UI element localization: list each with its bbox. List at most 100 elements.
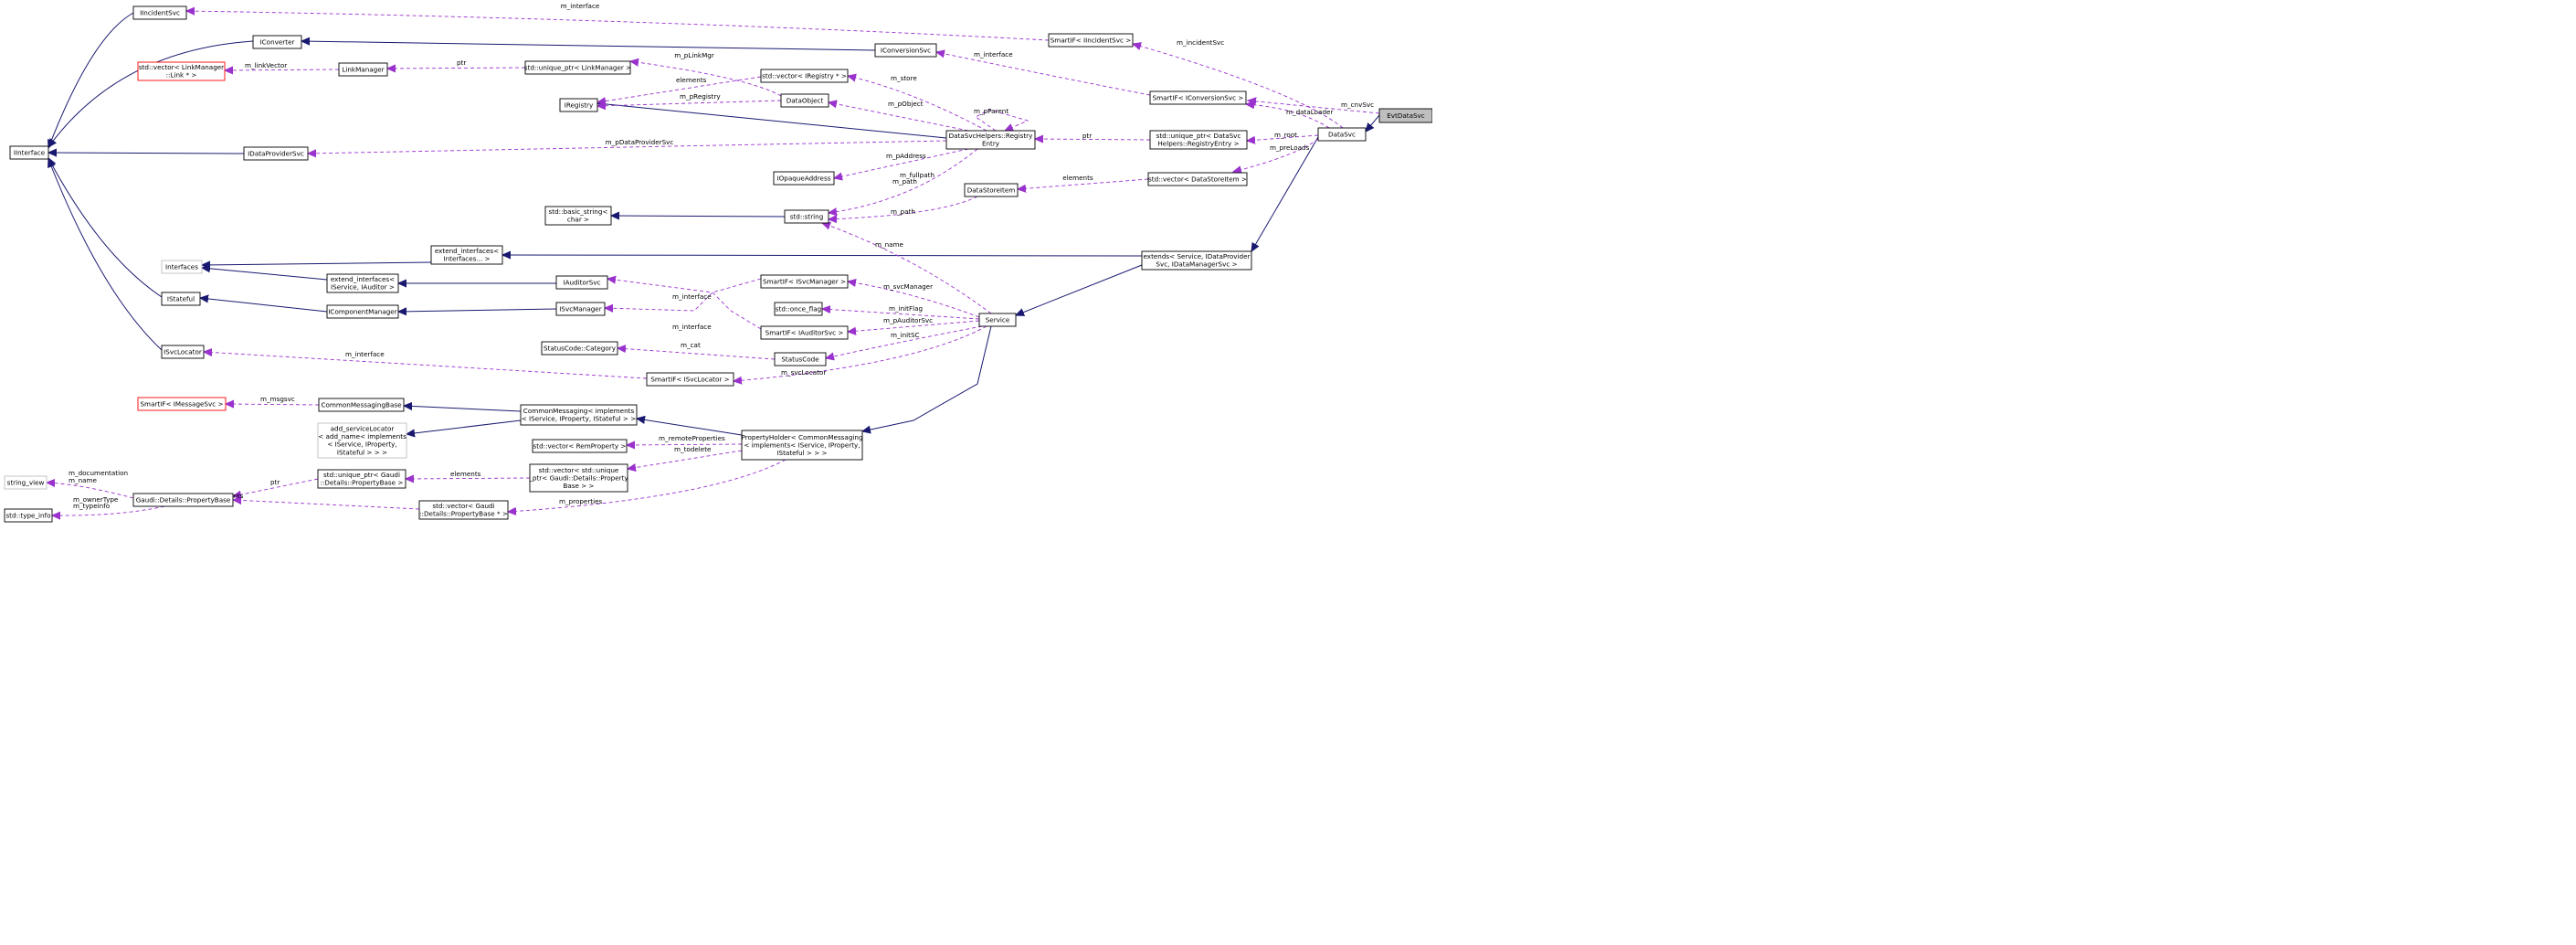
class-node-iconversionsvc[interactable]: IConversionSvc bbox=[874, 43, 937, 58]
class-node-box[interactable] bbox=[161, 260, 203, 274]
class-node-box[interactable] bbox=[964, 183, 1019, 197]
class-node-box[interactable] bbox=[137, 397, 227, 411]
class-node-extend_interfaces_b[interactable]: extend_interfaces<IService, IAuditor > bbox=[326, 273, 399, 293]
class-node-propertybase[interactable]: Gaudi::Details::PropertyBase bbox=[132, 493, 234, 507]
class-node-uptr_propbase[interactable]: std::unique_ptr< Gaudi::Details::Propert… bbox=[317, 469, 406, 489]
class-node-box[interactable] bbox=[774, 352, 827, 366]
class-node-uptr_linkmgr[interactable]: std::unique_ptr< LinkManager > bbox=[524, 60, 631, 75]
class-node-box[interactable] bbox=[161, 292, 201, 306]
class-node-box[interactable] bbox=[4, 475, 48, 490]
class-node-smartif_msgsvc[interactable]: SmartIF< IMessageSvc > bbox=[137, 397, 227, 411]
class-node-box[interactable] bbox=[774, 302, 823, 316]
class-node-box[interactable] bbox=[874, 43, 937, 58]
class-node-iincidentsvc[interactable]: IIncidentSvc bbox=[132, 5, 187, 20]
class-node-box[interactable] bbox=[132, 493, 234, 507]
class-node-box[interactable] bbox=[760, 274, 849, 289]
class-node-datasvc[interactable]: DataSvc bbox=[1317, 127, 1367, 142]
class-node-box[interactable] bbox=[945, 130, 1036, 150]
class-node-iopaqueaddress[interactable]: IOpaqueAddress bbox=[773, 171, 835, 186]
class-node-string_view[interactable]: string_view bbox=[4, 475, 48, 490]
class-node-box[interactable] bbox=[520, 404, 638, 426]
class-node-interfaces[interactable]: Interfaces bbox=[161, 260, 203, 274]
class-node-box[interactable] bbox=[317, 469, 406, 489]
class-node-dataobject[interactable]: DataObject bbox=[780, 93, 829, 108]
class-node-box[interactable] bbox=[1147, 172, 1248, 186]
class-node-smartif_svcmanager[interactable]: SmartIF< ISvcManager > bbox=[760, 274, 849, 289]
class-node-box[interactable] bbox=[541, 341, 618, 356]
class-node-box[interactable] bbox=[760, 69, 849, 83]
class-node-statuscode[interactable]: StatusCode bbox=[774, 352, 827, 366]
class-node-smartif_incident[interactable]: SmartIF< IIncidentSvc > bbox=[1048, 33, 1134, 48]
class-node-box[interactable] bbox=[318, 398, 405, 412]
class-node-box[interactable] bbox=[9, 145, 49, 160]
class-node-vec_linkmgr[interactable]: std::vector< LinkManager::Link * > bbox=[137, 61, 226, 81]
class-node-box[interactable] bbox=[1378, 108, 1432, 123]
class-node-datastoreitem[interactable]: DataStoreItem bbox=[964, 183, 1019, 197]
class-node-box[interactable] bbox=[555, 302, 606, 316]
class-node-commonmessaging[interactable]: CommonMessaging< implements< IService, I… bbox=[520, 404, 638, 426]
class-node-box[interactable] bbox=[559, 98, 598, 112]
class-node-box[interactable] bbox=[338, 62, 388, 77]
class-node-box[interactable] bbox=[760, 325, 849, 340]
class-node-box[interactable] bbox=[132, 5, 187, 20]
class-node-icomponentmanager[interactable]: IComponentManager bbox=[326, 304, 399, 319]
class-node-box[interactable] bbox=[243, 146, 309, 161]
class-node-iconverter[interactable]: IConverter bbox=[252, 35, 302, 49]
class-node-vec_datastore[interactable]: std::vector< DataStoreItem > bbox=[1147, 172, 1248, 186]
class-node-iinterface[interactable]: IInterface bbox=[9, 145, 49, 160]
class-node-extends_service[interactable]: extends< Service, IDataProviderSvc, IDat… bbox=[1141, 250, 1252, 271]
class-node-istateful[interactable]: IStateful bbox=[161, 292, 201, 306]
class-node-box[interactable] bbox=[646, 372, 734, 387]
class-node-idataprovidersvc[interactable]: IDataProviderSvc bbox=[243, 146, 309, 161]
class-node-box[interactable] bbox=[1149, 130, 1248, 150]
class-node-box[interactable] bbox=[137, 61, 226, 81]
class-node-add_servicelocator[interactable]: add_serviceLocator< add_name< implements… bbox=[317, 422, 407, 459]
class-node-box[interactable] bbox=[978, 313, 1017, 327]
class-node-uptr_regentry[interactable]: std::unique_ptr< DataSvcHelpers::Registr… bbox=[1149, 130, 1248, 150]
class-node-box[interactable] bbox=[326, 304, 399, 319]
class-node-box[interactable] bbox=[1048, 33, 1134, 48]
class-node-box[interactable] bbox=[1149, 90, 1247, 105]
class-node-basic_string[interactable]: std::basic_string<char > bbox=[544, 206, 612, 226]
class-node-iauditorsvc[interactable]: IAuditorSvc bbox=[555, 275, 608, 290]
class-node-box[interactable] bbox=[544, 206, 612, 226]
class-node-box[interactable] bbox=[1317, 127, 1367, 142]
class-node-vec_uptr_propbase[interactable]: std::vector< std::unique_ptr< Gaudi::Det… bbox=[528, 463, 628, 493]
class-node-box[interactable] bbox=[430, 245, 503, 265]
class-node-box[interactable] bbox=[773, 171, 835, 186]
class-node-extend_interfaces_a[interactable]: extend_interfaces<Interfaces... > bbox=[430, 245, 503, 265]
class-node-iregistry[interactable]: IRegistry bbox=[559, 98, 598, 112]
class-node-box[interactable] bbox=[784, 209, 829, 224]
class-node-commonmessagingbase[interactable]: CommonMessagingBase bbox=[318, 398, 405, 412]
class-node-std_string[interactable]: std::string bbox=[784, 209, 829, 224]
class-node-smartif_svclocator[interactable]: SmartIF< ISvcLocator > bbox=[646, 372, 734, 387]
class-node-box[interactable] bbox=[741, 430, 863, 461]
class-node-statuscode_category[interactable]: StatusCode::Category bbox=[541, 341, 618, 356]
class-node-vec_remproperty[interactable]: std::vector< RemProperty > bbox=[532, 439, 628, 453]
class-node-vec_propbase_ptr[interactable]: std::vector< Gaudi::Details::PropertyBas… bbox=[418, 500, 509, 520]
class-node-isvcmanager[interactable]: ISvcManager bbox=[555, 302, 606, 316]
class-node-linkmanager[interactable]: LinkManager bbox=[338, 62, 388, 77]
class-node-registryentry[interactable]: DataSvcHelpers::RegistryEntry bbox=[945, 130, 1036, 150]
class-node-box[interactable] bbox=[780, 93, 829, 108]
class-node-smartif_auditor[interactable]: SmartIF< IAuditorSvc > bbox=[760, 325, 849, 340]
class-node-isvclocator[interactable]: ISvcLocator bbox=[161, 345, 205, 359]
class-node-box[interactable] bbox=[326, 273, 399, 293]
class-node-propertyholder[interactable]: PropertyHolder< CommonMessaging< impleme… bbox=[741, 430, 863, 461]
class-node-vec_iregistry[interactable]: std::vector< IRegistry * > bbox=[760, 69, 849, 83]
class-node-once_flag[interactable]: std::once_flag bbox=[774, 302, 823, 316]
class-node-box[interactable] bbox=[532, 439, 628, 453]
class-node-type_info[interactable]: std::type_info bbox=[4, 508, 53, 523]
class-node-evtdatasvc[interactable]: EvtDataSvc bbox=[1378, 108, 1432, 123]
class-node-box[interactable] bbox=[1141, 250, 1252, 271]
class-node-smartif_conversion[interactable]: SmartIF< IConversionSvc > bbox=[1149, 90, 1247, 105]
class-node-box[interactable] bbox=[161, 345, 205, 359]
class-node-box[interactable] bbox=[529, 463, 628, 493]
class-node-box[interactable] bbox=[524, 60, 631, 75]
class-node-box[interactable] bbox=[555, 275, 608, 290]
class-node-service[interactable]: Service bbox=[978, 313, 1017, 327]
class-node-box[interactable] bbox=[252, 35, 302, 49]
class-node-box[interactable] bbox=[4, 508, 53, 523]
class-node-box[interactable] bbox=[418, 500, 509, 520]
class-node-box[interactable] bbox=[317, 422, 407, 459]
